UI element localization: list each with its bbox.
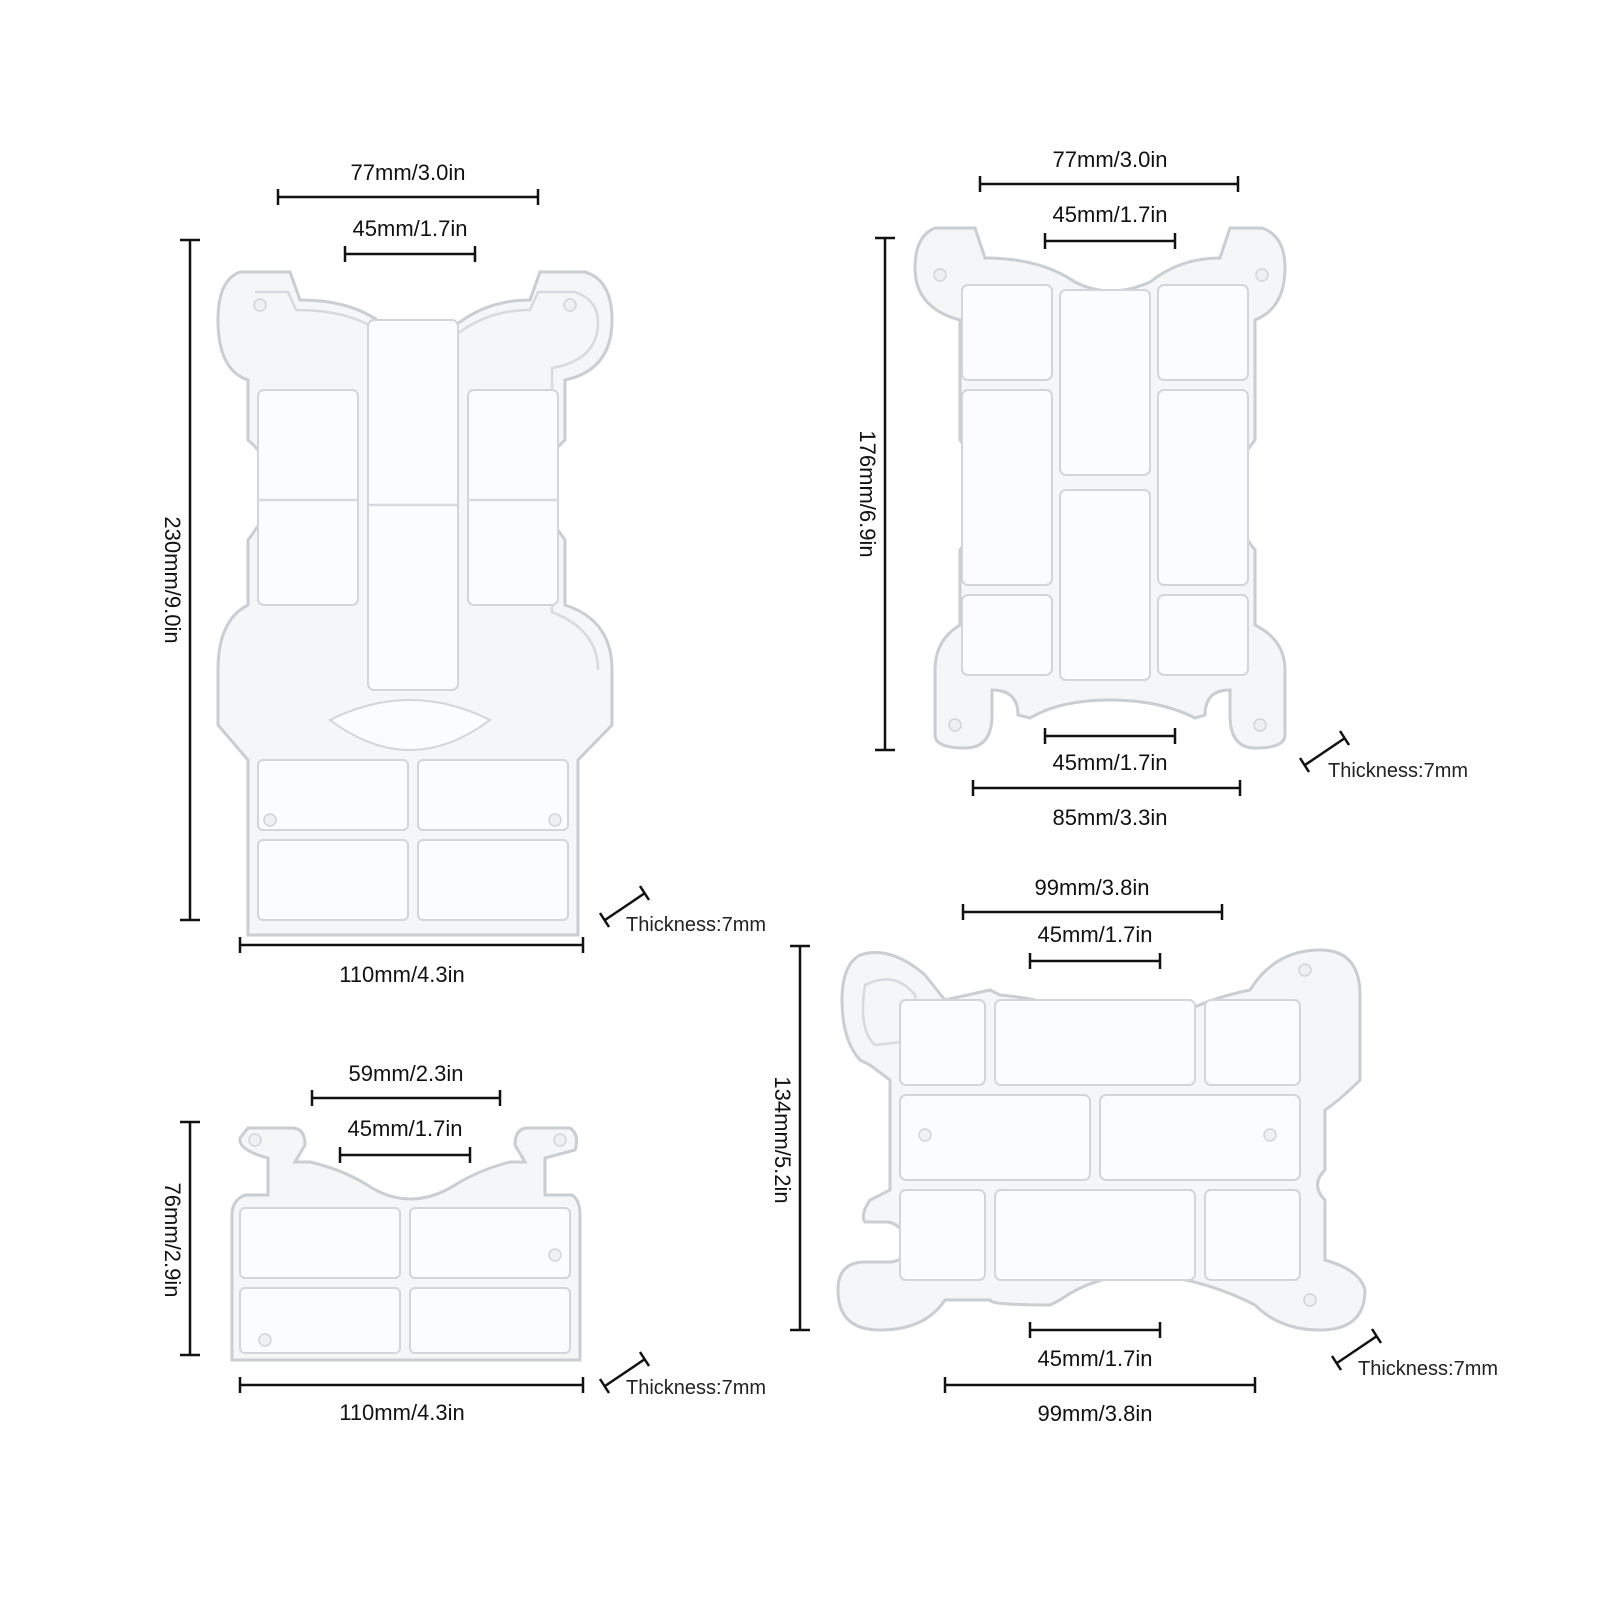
tall-top-inner-label: 45mm/1.7in: [353, 216, 468, 241]
short-top-outer-label: 59mm/2.3in: [349, 1061, 464, 1086]
medium-bottom-outer-label: 85mm/3.3in: [1053, 805, 1168, 830]
medium-top-inner-label: 45mm/1.7in: [1053, 202, 1168, 227]
medium-stand: [913, 226, 1287, 750]
wide-height-label: 134mm/5.2in: [770, 1076, 795, 1203]
short-base: [230, 1126, 582, 1362]
wide-thickness-label: Thickness:7mm: [1358, 1358, 1498, 1380]
tall-stand: [216, 270, 614, 937]
medium-stand-dimensions: 77mm/3.0in 45mm/1.7in 176mm/6.9in 45mm/1…: [855, 147, 1468, 830]
short-base-width-label: 110mm/4.3in: [339, 1400, 465, 1425]
tall-base-width-label: 110mm/4.3in: [339, 962, 465, 987]
wide-stand-dimensions: 99mm/3.8in 45mm/1.7in 134mm/5.2in 45mm/1…: [770, 875, 1498, 1426]
wide-bottom-outer-label: 99mm/3.8in: [1038, 1401, 1153, 1426]
tall-thickness-label: Thickness:7mm: [626, 914, 766, 936]
tall-stand-dimensions: 77mm/3.0in 45mm/1.7in 230mm/9.0in 110mm/…: [160, 160, 766, 987]
short-height-label: 76mm/2.9in: [160, 1183, 185, 1298]
short-thickness-label: Thickness:7mm: [626, 1377, 766, 1399]
medium-thickness-label: Thickness:7mm: [1328, 760, 1468, 782]
medium-top-outer-label: 77mm/3.0in: [1053, 147, 1168, 172]
short-base-dimensions: 59mm/2.3in 45mm/1.7in 76mm/2.9in 110mm/4…: [160, 1061, 766, 1425]
wide-top-inner-label: 45mm/1.7in: [1038, 922, 1153, 947]
wide-stand: [836, 948, 1367, 1332]
short-top-inner-label: 45mm/1.7in: [348, 1116, 463, 1141]
tall-top-outer-label: 77mm/3.0in: [351, 160, 466, 185]
wide-bottom-inner-label: 45mm/1.7in: [1038, 1346, 1153, 1371]
wide-top-outer-label: 99mm/3.8in: [1035, 875, 1150, 900]
tall-height-label: 230mm/9.0in: [160, 516, 185, 643]
medium-bottom-inner-label: 45mm/1.7in: [1053, 750, 1168, 775]
medium-height-label: 176mm/6.9in: [855, 430, 880, 557]
